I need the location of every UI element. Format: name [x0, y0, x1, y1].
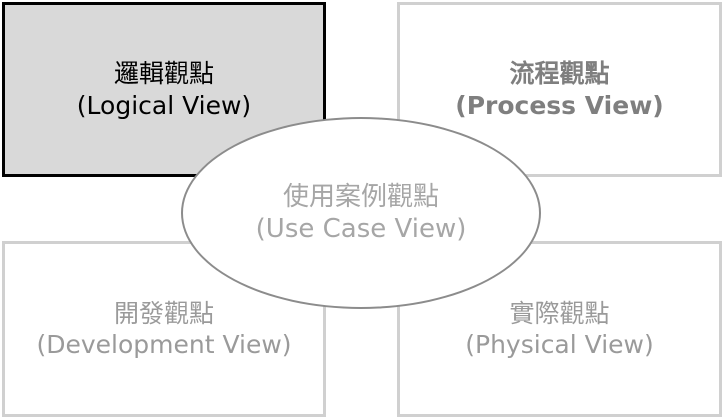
logical-view-title-zh: 邏輯觀點 [113, 59, 214, 89]
use-case-view-title-zh: 使用案例觀點 [282, 181, 439, 212]
logical-view-box: 邏輯觀點 (Logical View) [2, 2, 326, 177]
development-view-title-en: (Development View) [36, 330, 292, 359]
use-case-view-ellipse: 使用案例觀點 (Use Case View) [181, 117, 541, 309]
logical-view-title-en: (Logical View) [76, 90, 252, 120]
development-view-title-zh: 開發觀點 [113, 298, 214, 328]
physical-view-title-en: (Physical View) [465, 330, 654, 359]
use-case-view-title-en: (Use Case View) [255, 214, 467, 244]
process-view-title-en: (Process View) [455, 90, 664, 120]
process-view-title-zh: 流程觀點 [509, 59, 610, 89]
physical-view-title-zh: 實際觀點 [509, 298, 610, 328]
